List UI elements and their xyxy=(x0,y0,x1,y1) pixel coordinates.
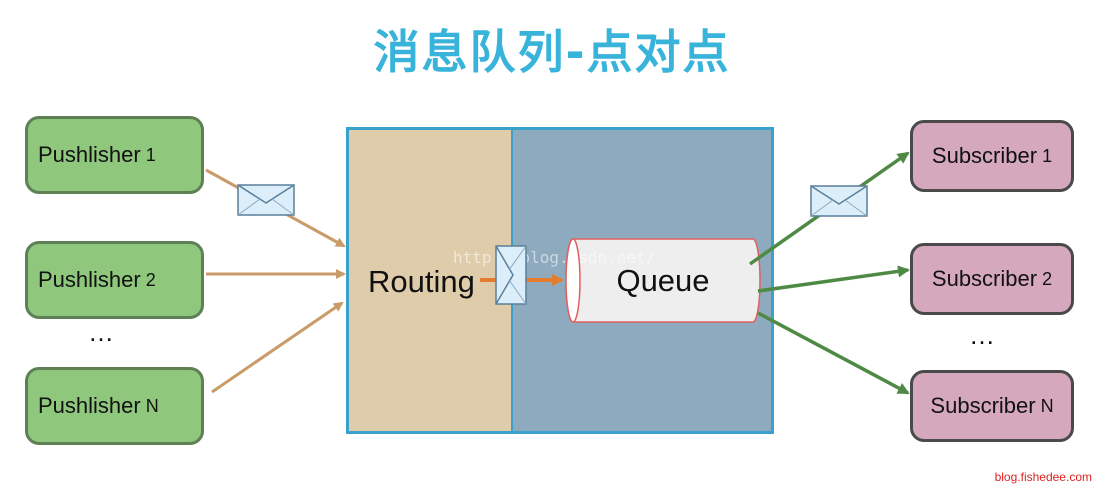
subscriber-n-label: Subscriber xyxy=(930,393,1036,418)
envelope-outbound-icon xyxy=(810,185,868,217)
subscriber-2-index: 2 xyxy=(1042,268,1053,289)
envelope-transfer-icon xyxy=(495,245,527,305)
subscriber-ellipsis: … xyxy=(969,320,998,350)
envelope-inbound-icon xyxy=(237,184,295,216)
credit-text: blog.fishedee.com xyxy=(994,470,1092,484)
publisher-2-label: Pushlisher xyxy=(38,267,141,292)
subscriber-2-label: Subscriber xyxy=(931,266,1038,291)
publisher-n-label: Pushlisher xyxy=(38,393,141,418)
arrow-publisher-n-to-routing xyxy=(211,301,344,394)
subscriber-1-index: 1 xyxy=(1042,145,1053,166)
routing-label: Routing xyxy=(368,264,475,299)
publisher-2-index: 2 xyxy=(145,269,156,290)
page-title: 消息队列-点对点 xyxy=(373,25,731,79)
subscriber-1-label: Subscriber xyxy=(931,143,1038,168)
publisher-1-index: 1 xyxy=(145,144,156,165)
subscriber-n-index: N xyxy=(1040,395,1054,416)
queue[interactable]: Queue xyxy=(565,238,761,323)
publisher-ellipsis: … xyxy=(88,317,117,347)
publisher-1-label: Pushlisher xyxy=(38,142,141,167)
arrow-queue-to-subscriber-2 xyxy=(757,265,910,293)
publisher-n-index: N xyxy=(145,395,159,416)
queue-cylinder-shape xyxy=(565,238,761,323)
queue-label: Queue xyxy=(616,262,710,298)
arrow-queue-to-subscriber-n xyxy=(757,311,910,395)
